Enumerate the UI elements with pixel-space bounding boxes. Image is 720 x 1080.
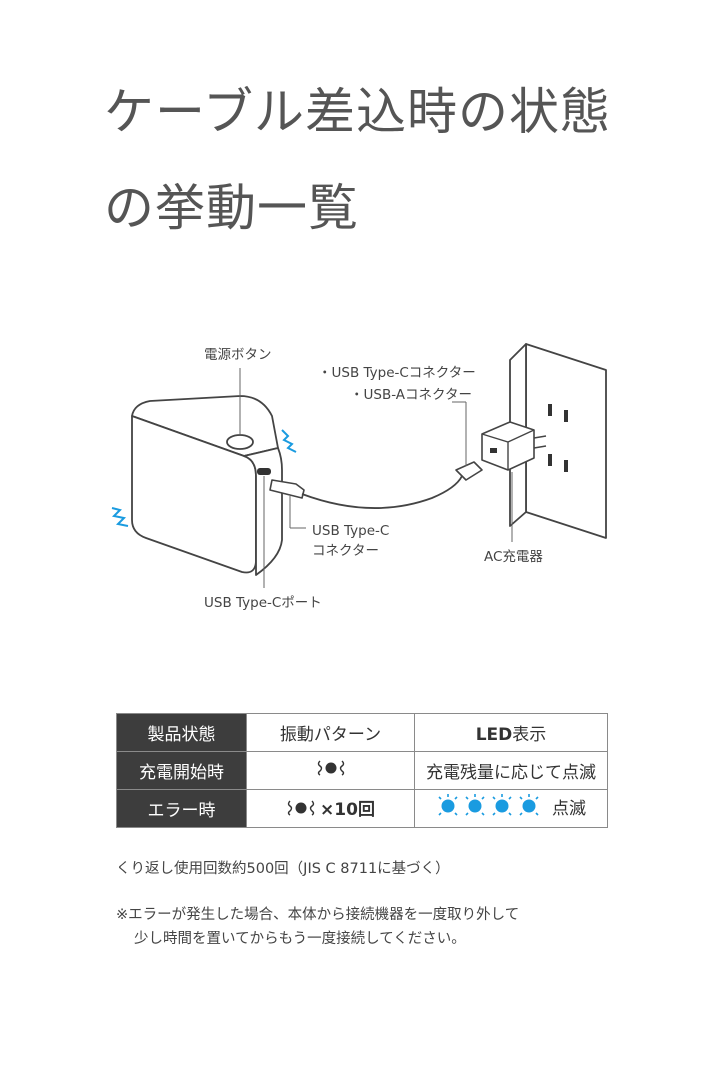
vibration-count: ×10回 [320, 800, 375, 821]
header-led-display: LED表示 [414, 713, 608, 752]
vibration-cell [246, 751, 415, 790]
led-blink-icon [519, 794, 539, 816]
led-blink-text: 点滅 [552, 798, 586, 819]
vibration-pattern-icon [287, 800, 315, 816]
page-title-line-2: の挙動一覧 [104, 179, 359, 237]
led-cell: 充電残量に応じて点滅 [414, 751, 608, 790]
usbc-connector-label-1: USB Type-C [312, 523, 390, 539]
connection-diagram: 電源ボタン ・USB Type-Cコネクター ・USB-Aコネクター USB T… [0, 330, 720, 630]
led-blink-icon [492, 794, 512, 816]
status-table: 製品状態 振動パターン LED表示 充電開始時 充電残量に応じて点滅 エラー時 [116, 713, 608, 828]
cable [301, 475, 463, 509]
table-header-row: 製品状態 振動パターン LED表示 [116, 713, 608, 752]
led-blink-icon [438, 794, 458, 816]
usbc-connector-icon [269, 479, 305, 499]
ac-charger-label: AC充電器 [484, 549, 543, 565]
led-cell: 点滅 [414, 789, 608, 828]
vibration-mark-icon [111, 507, 129, 527]
state-cell: エラー時 [116, 789, 247, 828]
usba-connector-icon [455, 461, 483, 481]
vibration-mark-icon [281, 429, 297, 453]
usbc-connector-label-2: コネクター [312, 543, 379, 559]
header-led-bold: LED [475, 725, 513, 745]
wall-outlet-plate [525, 343, 607, 539]
usbc-port-icon [257, 468, 271, 475]
page-title-line-1: ケーブル差込時の状態 [104, 83, 611, 141]
vibration-cell: ×10回 [246, 789, 415, 828]
state-cell: 充電開始時 [116, 751, 247, 790]
vibration-pattern-icon [317, 760, 344, 776]
connector-list-label-1: ・USB Type-Cコネクター [318, 365, 476, 381]
diagram-illustration [111, 343, 607, 588]
usage-cycles-note: くり返し使用回数約500回（JIS C 8711に基づく） [116, 861, 450, 877]
power-button-label: 電源ボタン [204, 347, 272, 363]
error-note-line-2: 少し時間を置いてからもう一度接続してください。 [134, 931, 466, 947]
led-blink-icon [465, 794, 485, 816]
header-led-rest: 表示 [512, 725, 547, 745]
error-note-line-1: ※エラーが発生した場合、本体から接続機器を一度取り外して [116, 907, 520, 923]
table-row: 充電開始時 充電残量に応じて点滅 [116, 751, 608, 790]
header-vibration-pattern: 振動パターン [246, 713, 415, 752]
power-button-icon [226, 434, 254, 450]
usbc-port-label: USB Type-Cポート [204, 595, 322, 611]
connector-list-label-2: ・USB-Aコネクター [350, 387, 472, 403]
header-product-state: 製品状態 [116, 713, 247, 752]
table-row: エラー時 ×10回 点滅 [116, 789, 608, 828]
